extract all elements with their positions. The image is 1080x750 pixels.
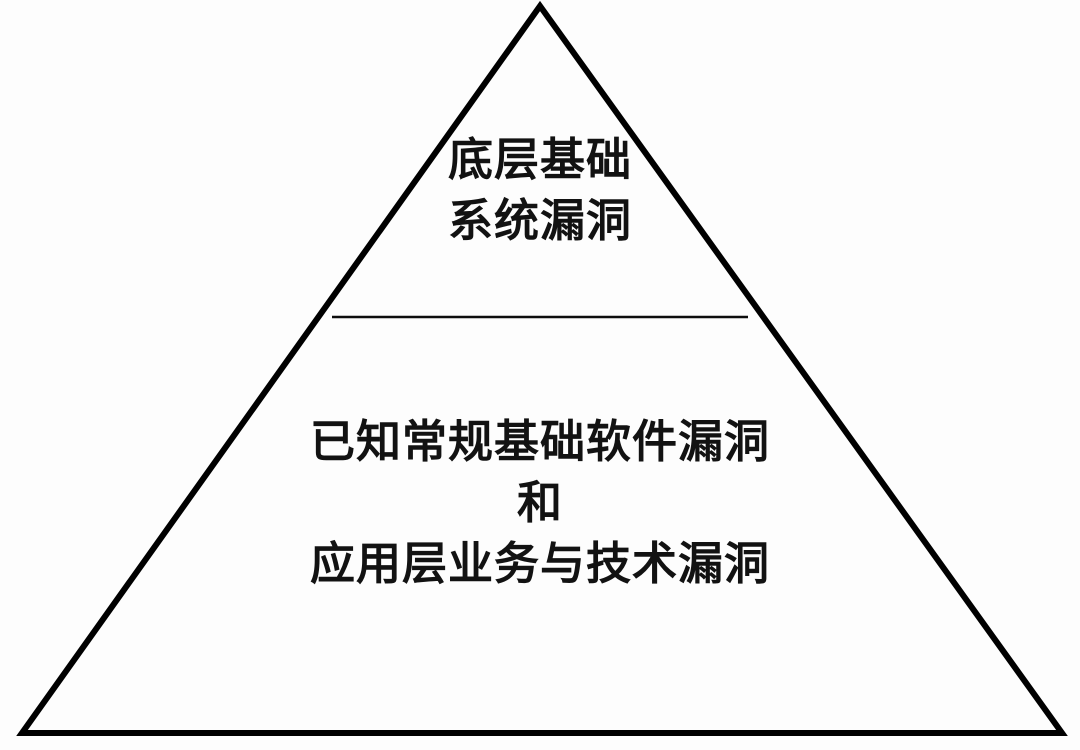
pyramid-outline [16, 0, 1068, 736]
